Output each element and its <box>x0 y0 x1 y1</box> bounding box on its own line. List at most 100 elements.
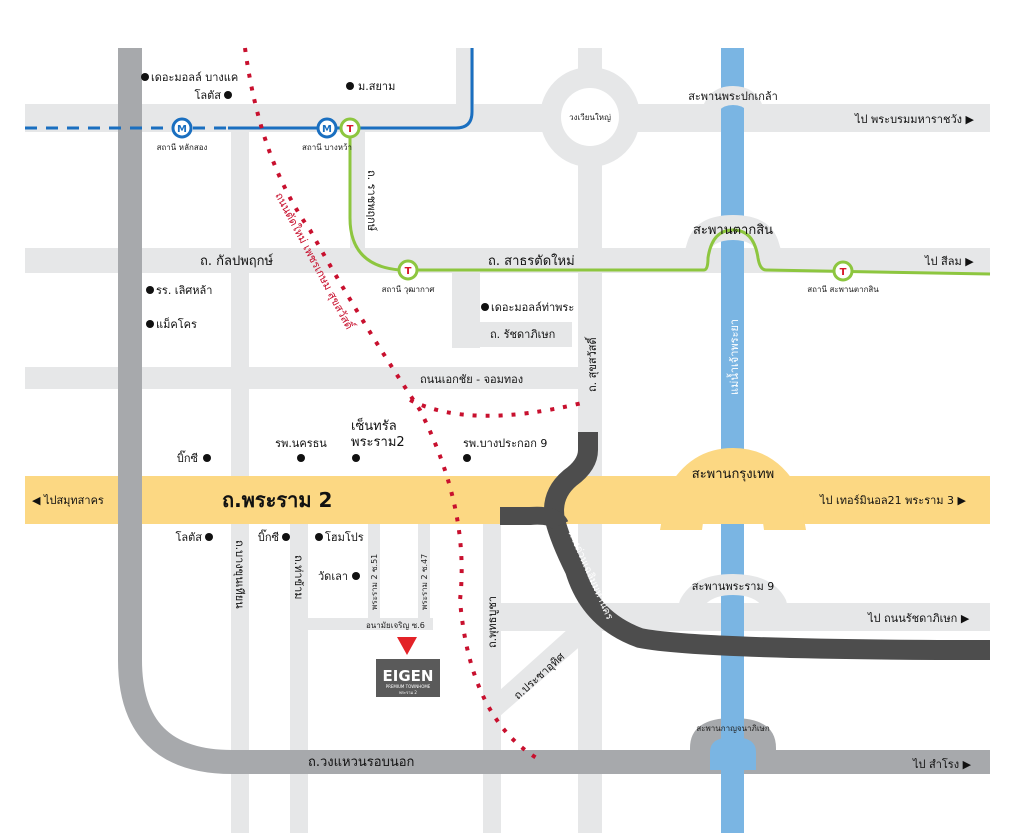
project-location: พระราม 2 <box>399 690 417 695</box>
label-ekkachai: ถนนเอกชัย - จอมทอง <box>420 373 523 386</box>
station-wutthakat[interactable]: T สถานี วุฒากาศ <box>382 259 435 294</box>
landmark-dot-icon <box>203 454 211 462</box>
destination-marker-icon <box>397 637 417 655</box>
landmark-dot-icon <box>481 303 489 311</box>
landmark-label: เดอะมอลล์ บางแค <box>151 71 238 84</box>
landmark-mall-thapra[interactable]: เดอะมอลล์ท่าพระ <box>481 301 574 314</box>
landmark-homepro[interactable]: โฮมโปร <box>315 530 364 544</box>
direction-phra-borom: ไป พระบรมมหาราชวัง ▶ <box>854 113 974 126</box>
landmark-dot-icon <box>352 572 360 580</box>
station-label: สถานี สะพานตากสิน <box>807 285 879 294</box>
road-ekkachai <box>25 367 585 389</box>
station-label: สถานี หลักสอง <box>157 143 208 152</box>
project-eigen[interactable]: EIGEN PREMIUM TOWNHOME พระราม 2 <box>376 637 440 697</box>
bts-glyph: T <box>405 266 412 277</box>
road-v-soi47 <box>418 520 430 620</box>
minor-roads <box>25 48 990 833</box>
landmark-dot-icon <box>141 73 149 81</box>
landmark-lotus-top[interactable]: โลตัส <box>194 88 232 102</box>
landmark-bigc-north[interactable]: บิ๊กซี <box>177 450 211 465</box>
project-badge <box>376 659 440 697</box>
bts-glyph: T <box>347 124 354 135</box>
station-label: สถานี บางหว้า <box>302 143 352 152</box>
landmark-dot-icon <box>282 533 290 541</box>
road-v-bangkhunthian <box>231 104 249 833</box>
station-label: สถานี วุฒากาศ <box>382 285 435 294</box>
road-v-ratchaphruek <box>350 130 365 250</box>
bridge-krungthep <box>660 448 806 530</box>
landmark-dot-icon <box>205 533 213 541</box>
bridge-kanchanaphisek-opening <box>710 737 756 770</box>
bridge-phrapokklao <box>695 86 770 132</box>
landmark-label: แม็คโคร <box>156 317 197 331</box>
road-v-soi51 <box>368 520 380 620</box>
expressway-chaloem-mahanakhon <box>544 432 991 660</box>
bts-station-icon <box>397 259 419 281</box>
road-h-anamai <box>308 618 433 630</box>
landmark-label: ม.สยาม <box>358 80 395 93</box>
landmark-label: รร. เลิศหล้า <box>156 284 212 297</box>
landmark-makro[interactable]: แม็คโคร <box>146 317 197 331</box>
label-kanlapaphruek: ถ. กัลปพฤกษ์ <box>200 253 274 269</box>
landmark-bigc-south[interactable]: บิ๊กซี <box>258 529 290 544</box>
station-saphan-taksin[interactable]: T สถานี สะพานตากสิน <box>807 260 879 294</box>
landmark-label: วัดเลา <box>318 570 348 583</box>
landmark-label: โลตัส <box>194 88 221 102</box>
label-bridge-krungthep: สะพานกรุงเทพ <box>692 467 774 482</box>
road-top-horizontal <box>25 104 990 132</box>
bts-line <box>348 130 991 276</box>
label-bridge-taksin: สะพานตากสิน <box>693 223 773 238</box>
landmark-lotus-south[interactable]: โลตัส <box>175 530 213 544</box>
direction-ratchadaphisek: ไป ถนนรัชดาภิเษก ▶ <box>867 612 970 625</box>
landmark-wat-lao[interactable]: วัดเลา <box>318 570 360 583</box>
station-bang-wa[interactable]: M T สถานี บางหว้า <box>302 117 361 152</box>
landmark-label: เซ็นทรัล <box>351 416 397 434</box>
label-bang-khun-thian: ถ.บางขุนเทียน <box>233 540 246 609</box>
project-tagline: PREMIUM TOWNHOME <box>386 684 431 689</box>
landmark-dot-icon <box>297 454 305 462</box>
new-road-dotted <box>243 47 541 762</box>
label-ratchadaphisek: ถ. รัชดาภิเษก <box>490 328 555 341</box>
mrt-glyph: M <box>322 124 332 135</box>
landmark-label: พระราม2 <box>351 435 405 450</box>
label-soi51: พระราม 2 ซ.51 <box>370 554 379 610</box>
mrt-glyph: M <box>177 124 187 135</box>
label-ratchaphruek: ถ. ราชพฤกษ์ <box>365 170 378 231</box>
roundabout-center <box>561 88 619 146</box>
landmark-dot-icon <box>224 91 232 99</box>
outer-ring-crossing <box>118 476 142 524</box>
label-sathorn-tat-mai: ถ. สาธรตัดใหม่ <box>488 253 575 269</box>
label-bridge-rama9: สะพานพระราม 9 <box>692 580 774 593</box>
landmark-label: รพ.นครธน <box>275 437 327 450</box>
label-phuttha-bucha: ถ.พุทธบูชา <box>486 596 499 648</box>
mrt-station-icon <box>171 117 193 139</box>
direction-terminal21: ไป เทอร์มินอล21 พระราม 3 ▶ <box>819 494 967 507</box>
landmark-nakhon-thon[interactable]: รพ.นครธน <box>275 437 327 462</box>
bts-station-icon <box>339 117 361 139</box>
label-rama2: ถ.พระราม 2 <box>222 488 332 512</box>
landmark-bangpakok9[interactable]: รพ.บางประกอก 9 <box>463 437 547 462</box>
landmark-dot-icon <box>346 82 354 90</box>
landmark-label: เดอะมอลล์ท่าพระ <box>491 301 574 314</box>
direction-samut-sakhon: ◀ ไปสมุทสาคร <box>32 494 104 507</box>
mrt-line-solid <box>228 48 474 130</box>
direction-silom: ไป สีลม ▶ <box>924 255 974 268</box>
label-bridge-phrapokklao: สะพานพระปกเกล้า <box>688 90 778 103</box>
landmark-siam-univ[interactable]: ม.สยาม <box>346 80 395 93</box>
landmark-lertlah[interactable]: รร. เลิศหล้า <box>146 284 212 297</box>
landmark-dot-icon <box>315 533 323 541</box>
landmark-central-rama2[interactable]: เซ็นทรัล พระราม2 <box>351 416 405 462</box>
landmark-dot-icon <box>352 454 360 462</box>
road-v-phutthabucha <box>483 520 501 833</box>
station-lak-song[interactable]: M สถานี หลักสอง <box>157 117 208 152</box>
bts-station-icon <box>832 260 854 282</box>
label-river: แม่น้ำเจ้าพระยา <box>726 319 741 395</box>
landmark-mall-bangkhae[interactable]: เดอะมอลล์ บางแค <box>141 71 238 84</box>
landmark-label: รพ.บางประกอก 9 <box>463 437 547 450</box>
label-bridge-kanchanaphisek: สะพานกาญจนาภิเษก <box>696 724 769 733</box>
label-wongwianyai: วงเวียนใหญ่ <box>569 113 611 122</box>
label-anamai-charoen: อนามัยเจริญ ซ.6 <box>366 621 425 630</box>
landmark-label: บิ๊กซี <box>258 529 280 544</box>
landmark-dot-icon <box>146 320 154 328</box>
